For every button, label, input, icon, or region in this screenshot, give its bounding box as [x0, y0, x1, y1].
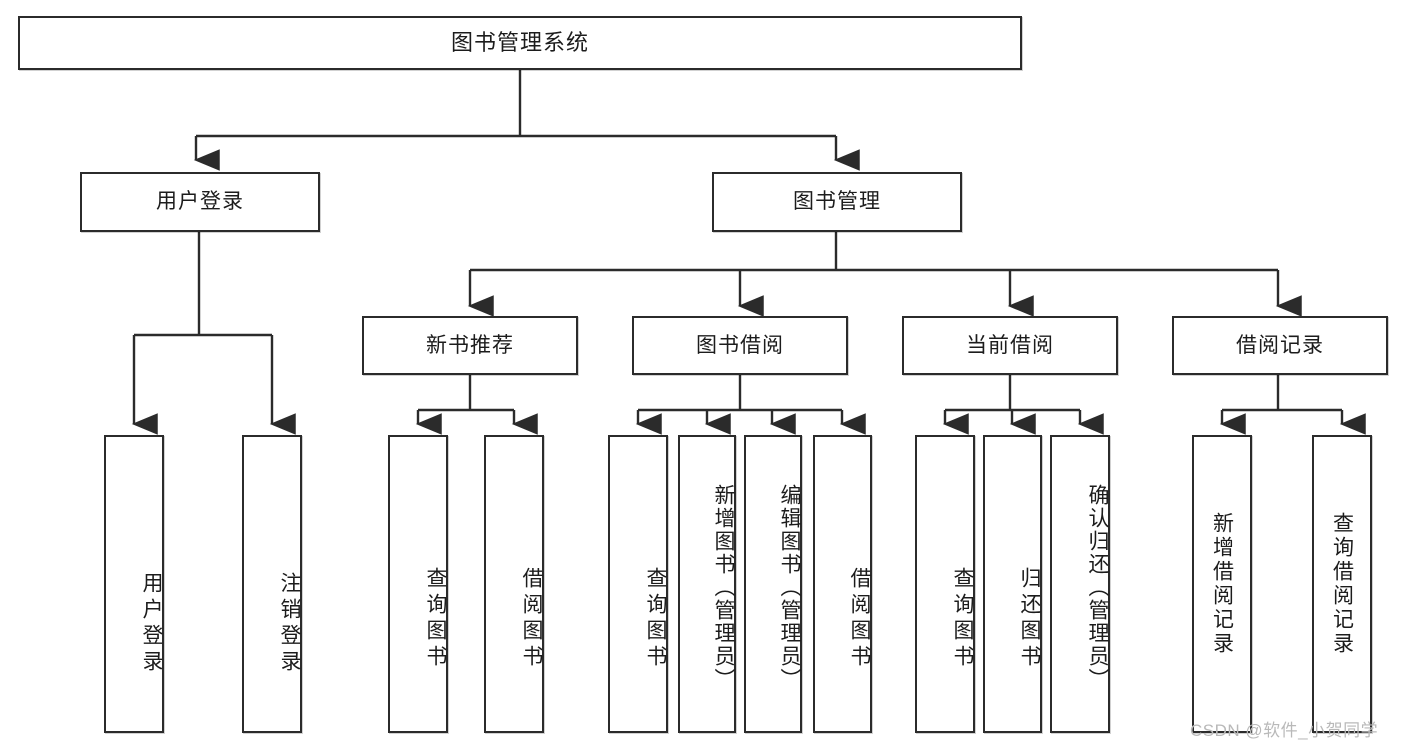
- node-root-label: 图书管理系统: [450, 29, 589, 55]
- node-user-login-label: 用户登录: [156, 190, 244, 214]
- leaf-add-book-label: 新增图书（管理员）: [712, 483, 735, 691]
- leaf-borrow-book-recommend-label: 借阅图书: [520, 567, 543, 671]
- node-user-login[interactable]: 用户登录: [80, 172, 320, 232]
- node-borrow-record[interactable]: 借阅记录: [1172, 316, 1388, 375]
- leaf-confirm-return-label: 确认归还（管理员）: [1086, 483, 1109, 691]
- leaf-logout-login-label: 注销登录: [278, 572, 301, 676]
- node-book-manage-label: 图书管理: [793, 190, 881, 214]
- leaf-query-book-current-label: 查询图书: [951, 567, 974, 671]
- leaf-edit-book[interactable]: 编辑图书（管理员）: [744, 435, 802, 733]
- node-borrow-record-label: 借阅记录: [1236, 333, 1324, 357]
- node-book-borrow-label: 图书借阅: [696, 333, 784, 357]
- leaf-logout-login[interactable]: 注销登录: [242, 435, 302, 733]
- leaf-borrow-book-borrow-label: 借阅图书: [848, 567, 871, 671]
- leaf-user-login-label: 用户登录: [140, 572, 163, 676]
- leaf-add-borrow-record[interactable]: 新增借阅记录: [1192, 435, 1252, 733]
- node-book-borrow[interactable]: 图书借阅: [632, 316, 848, 375]
- leaf-query-book-recommend[interactable]: 查询图书: [388, 435, 448, 733]
- leaf-query-book-current[interactable]: 查询图书: [915, 435, 975, 733]
- leaf-add-book[interactable]: 新增图书（管理员）: [678, 435, 736, 733]
- leaf-return-book-label: 归还图书: [1018, 567, 1041, 671]
- csdn-watermark: CSDN @软件_小贺同学: [1190, 721, 1379, 740]
- leaf-query-book-borrow-label: 查询图书: [644, 567, 667, 671]
- leaf-query-book-recommend-label: 查询图书: [424, 567, 447, 671]
- leaf-query-borrow-record-label: 查询借阅记录: [1330, 512, 1354, 656]
- node-new-book-recommend-label: 新书推荐: [426, 333, 514, 357]
- node-new-book-recommend[interactable]: 新书推荐: [362, 316, 578, 375]
- leaf-borrow-book-borrow[interactable]: 借阅图书: [813, 435, 872, 733]
- leaf-query-borrow-record[interactable]: 查询借阅记录: [1312, 435, 1372, 733]
- leaf-confirm-return[interactable]: 确认归还（管理员）: [1050, 435, 1110, 733]
- leaf-return-book[interactable]: 归还图书: [983, 435, 1042, 733]
- node-book-manage[interactable]: 图书管理: [712, 172, 962, 232]
- leaf-add-borrow-record-label: 新增借阅记录: [1210, 512, 1234, 656]
- leaf-user-login[interactable]: 用户登录: [104, 435, 164, 733]
- leaf-query-book-borrow[interactable]: 查询图书: [608, 435, 668, 733]
- node-current-borrow-label: 当前借阅: [966, 333, 1054, 357]
- node-current-borrow[interactable]: 当前借阅: [902, 316, 1118, 375]
- node-root[interactable]: 图书管理系统: [18, 16, 1022, 70]
- leaf-edit-book-label: 编辑图书（管理员）: [778, 483, 801, 691]
- leaf-borrow-book-recommend[interactable]: 借阅图书: [484, 435, 544, 733]
